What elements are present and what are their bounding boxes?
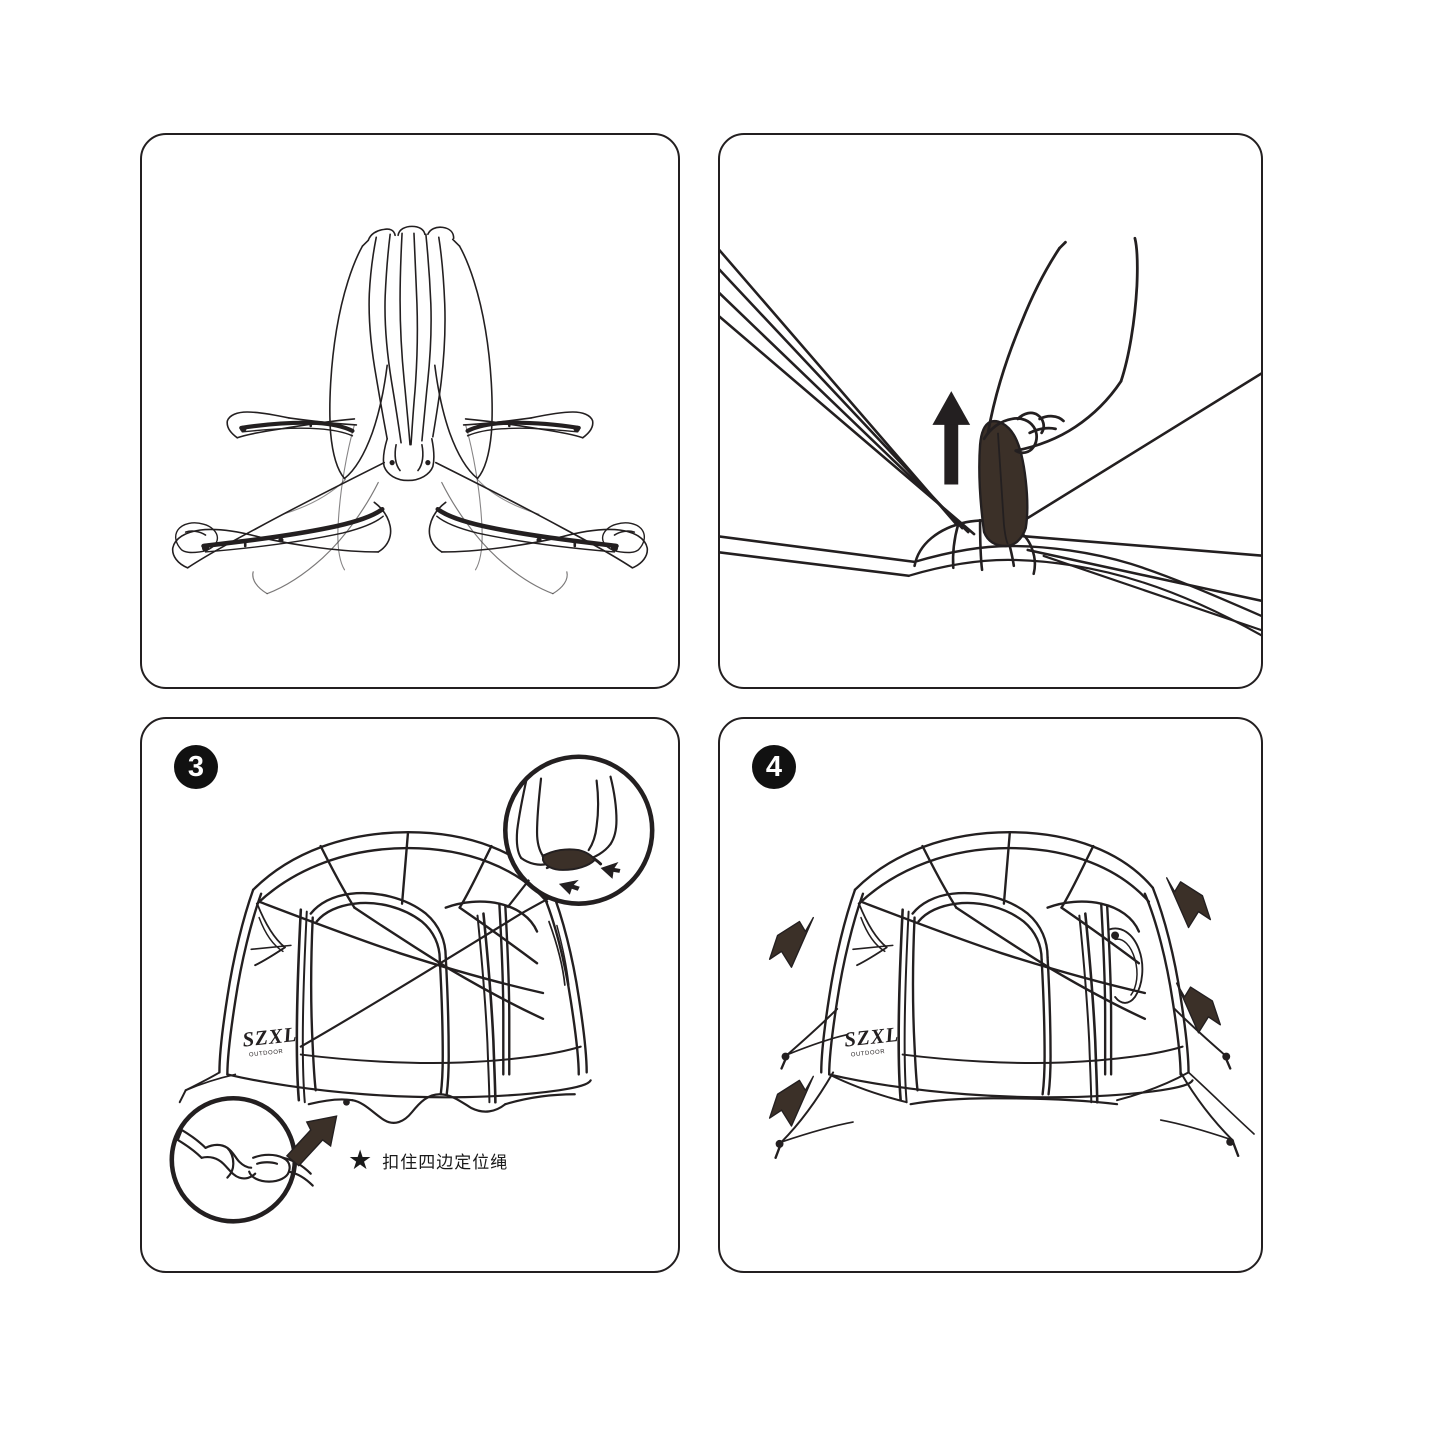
stake-arrow-right-lower <box>1175 982 1221 1034</box>
svg-text:SZXL: SZXL <box>843 1022 900 1052</box>
step-badge-4: 4 <box>752 745 796 789</box>
stake-arrow-left-lower <box>768 1075 815 1127</box>
caption-text: 扣住四边定位绳 <box>382 1153 509 1173</box>
brand-logo-szxl: SZXL OUTDOOR <box>241 1022 298 1059</box>
star-icon: ★ <box>348 1145 373 1175</box>
panel-unfold-frame <box>140 133 680 689</box>
svg-text:SZXL: SZXL <box>241 1022 298 1052</box>
inset-buckle-detail-top-right <box>503 754 655 909</box>
hub-cover <box>978 420 1029 548</box>
attach-guylines-illustration: SZXL OUTDOOR <box>169 754 655 1224</box>
brand-logo-szxl: SZXL OUTDOOR <box>843 1022 900 1059</box>
inset-buckle-detail-bottom-left <box>169 1095 314 1224</box>
raise-hub-illustration <box>720 236 1261 637</box>
svg-text:OUTDOOR: OUTDOOR <box>249 1049 284 1059</box>
panel-grid: 3 <box>140 133 1265 1273</box>
svg-text:OUTDOOR: OUTDOOR <box>851 1049 886 1059</box>
stake-arrow-left-upper <box>768 916 815 968</box>
pull-up-arrow <box>932 391 971 485</box>
panel-raise-hub <box>718 133 1263 689</box>
unfold-frame-illustration <box>171 225 649 595</box>
stake-down-illustration: SZXL OUTDOOR <box>768 831 1255 1159</box>
panel-attach-guylines: 3 <box>140 717 680 1273</box>
panel-3-caption: ★ 扣住四边定位绳 <box>348 1147 508 1174</box>
attach-point-arrow <box>285 1115 338 1167</box>
panel-stake-down: 4 <box>718 717 1263 1273</box>
stake-arrow-right-upper <box>1166 877 1212 929</box>
step-badge-3: 3 <box>174 745 218 789</box>
